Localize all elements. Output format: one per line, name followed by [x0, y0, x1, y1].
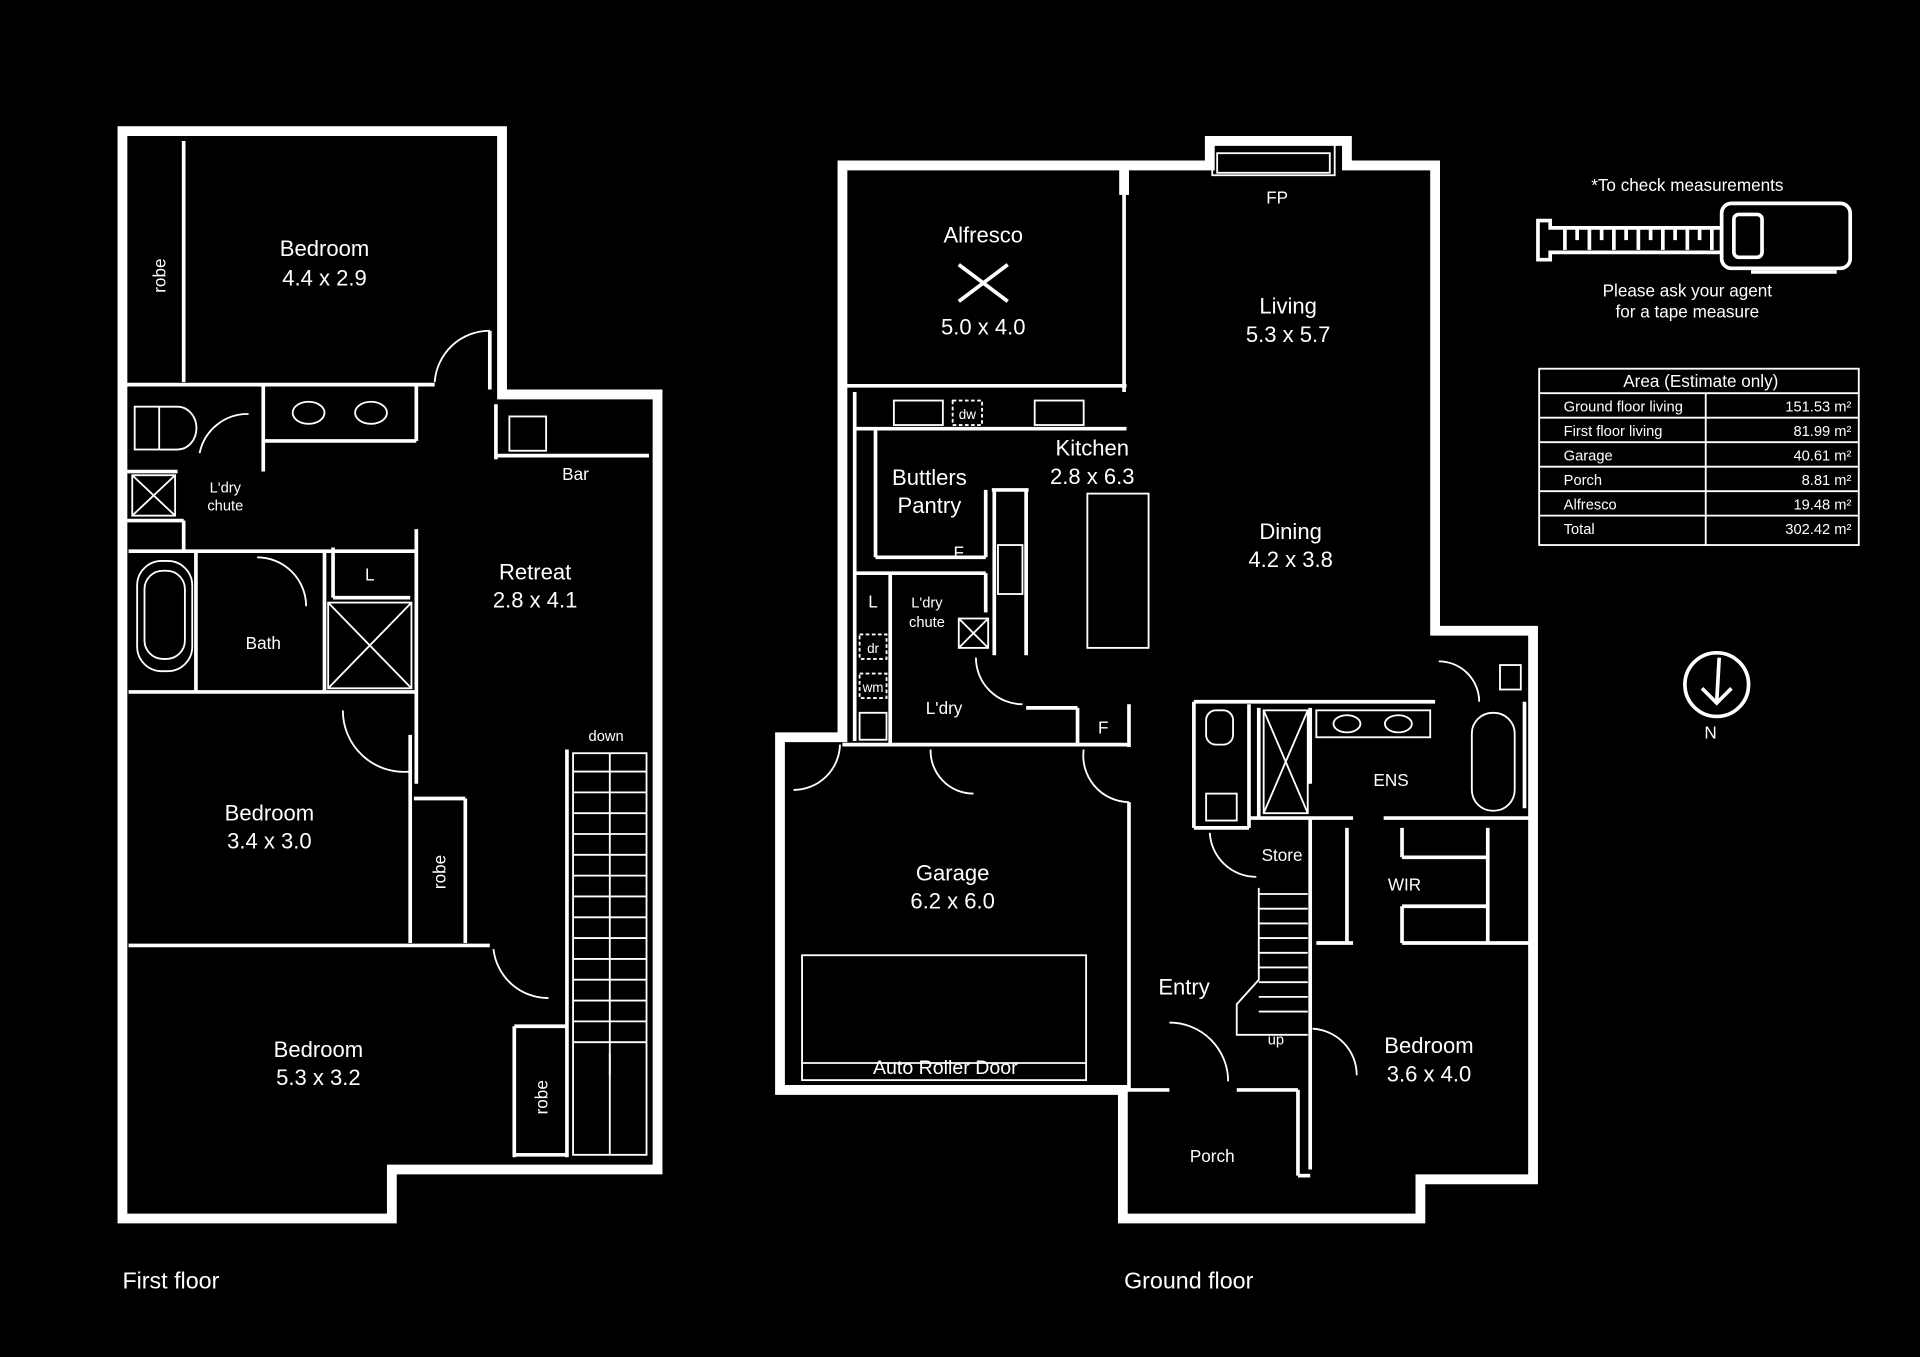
tape-note-heading: *To check measurements [1591, 175, 1783, 195]
ensuite-label: ENS [1373, 770, 1408, 790]
room-size: 3.4 x 3.0 [227, 829, 312, 854]
room-size: 6.2 x 6.0 [910, 889, 995, 914]
room-name: Retreat [499, 559, 571, 584]
room-name: Bedroom [225, 801, 314, 826]
robe-label: robe [149, 259, 169, 293]
porch-label: Porch [1190, 1146, 1235, 1166]
buttlers-pantry-label: Buttlers [892, 465, 967, 490]
ground-floor-inner-walls [842, 189, 1534, 1178]
bar-label: Bar [562, 464, 589, 484]
tape-measure-icon [1536, 201, 1853, 274]
area-row-label: Total [1564, 522, 1595, 538]
first-floor-fixtures [131, 329, 648, 1156]
fridge-label: F [954, 543, 964, 563]
room-name: Garage [916, 861, 989, 886]
ldry-chute-label: chute [207, 499, 243, 515]
roller-door-label: Auto Roller Door [873, 1057, 1018, 1079]
dryer-label: dr [867, 641, 879, 656]
area-row-label: Alfresco [1564, 498, 1617, 514]
room-name: Alfresco [943, 223, 1023, 248]
room-name: Bedroom [1384, 1033, 1473, 1058]
room-size: 2.8 x 6.3 [1050, 464, 1135, 489]
area-row-value: 151.53 m² [1785, 400, 1851, 416]
north-label: N [1704, 723, 1716, 743]
ldry-chute-label: L'dry [210, 480, 242, 496]
room-size: 2.8 x 4.1 [493, 587, 578, 612]
first-floor-label: First floor [122, 1267, 219, 1293]
room-size: 4.2 x 3.8 [1248, 547, 1333, 572]
washing-machine-label: wm [862, 680, 884, 695]
tape-note-line1: Please ask your agent [1603, 280, 1773, 300]
linen-label: L [365, 565, 375, 585]
area-table-title: Area (Estimate only) [1623, 371, 1778, 391]
first-floor-stairs [573, 770, 647, 1044]
laundry-label: L'dry [926, 698, 963, 718]
fridge-label: F [1098, 718, 1108, 738]
room-size: 3.6 x 4.0 [1387, 1061, 1472, 1086]
stair-outline [1235, 887, 1308, 1036]
area-row-label: Porch [1564, 473, 1602, 489]
north-arrow-icon [1683, 650, 1751, 719]
stairs-up-label: up [1268, 1033, 1284, 1049]
area-row-value: 40.61 m² [1793, 449, 1851, 465]
ldry-chute-label: chute [909, 615, 945, 631]
ground-floor-plan: Alfresco 5.0 x 4.0 Living 5.3 x 5.7 Kitc… [775, 136, 1538, 1293]
buttlers-pantry-label: Pantry [898, 493, 962, 518]
stairs-down-label: down [589, 729, 624, 745]
wir-label: WIR [1388, 874, 1421, 894]
area-row-value: 8.81 m² [1802, 473, 1852, 489]
room-name: Living [1259, 294, 1317, 319]
ground-floor-label: Ground floor [1124, 1267, 1253, 1293]
room-name: Bedroom [274, 1037, 363, 1062]
store-label: Store [1262, 845, 1303, 865]
robe-label: robe [531, 1080, 551, 1114]
room-name: Kitchen [1056, 436, 1129, 461]
fireplace-label: FP [1266, 187, 1288, 207]
room-name: Bedroom [280, 236, 369, 261]
area-row-label: Ground floor living [1564, 400, 1683, 416]
room-size: 5.3 x 3.2 [276, 1065, 361, 1090]
first-floor-inner-walls [122, 140, 649, 1158]
area-row-label: First floor living [1564, 424, 1663, 440]
first-floor-outer-walls [117, 126, 663, 1224]
room-name: Bath [246, 633, 281, 653]
ldry-chute-label: L'dry [911, 595, 943, 611]
room-size: 4.4 x 2.9 [282, 265, 367, 290]
room-size: 5.3 x 5.7 [1246, 322, 1331, 347]
area-table: Area (Estimate only) Ground floor living… [1538, 367, 1860, 546]
ground-floor-stairs [1235, 887, 1308, 1036]
linen-label: L [868, 591, 878, 611]
area-row-label: Garage [1564, 449, 1613, 465]
dishwasher-label: dw [959, 407, 976, 422]
room-name: Dining [1259, 519, 1321, 544]
area-row-value: 81.99 m² [1793, 424, 1851, 440]
arrow-icon [1700, 657, 1733, 706]
robe-label: robe [430, 855, 450, 889]
entry-label: Entry [1158, 974, 1209, 999]
first-floor-plan: Bedroom 4.4 x 2.9 Bedroom 3.4 x 3.0 Bedr… [117, 126, 663, 1293]
area-row-value: 19.48 m² [1793, 498, 1851, 514]
area-row-value: 302.42 m² [1785, 522, 1851, 538]
room-size: 5.0 x 4.0 [941, 314, 1026, 339]
tape-measure-note: *To check measurements Please ask your a… [1536, 175, 1853, 321]
compass: N [1683, 650, 1751, 743]
ground-floor-fixtures [793, 140, 1522, 1082]
tape-note-line2: for a tape measure [1615, 301, 1759, 321]
